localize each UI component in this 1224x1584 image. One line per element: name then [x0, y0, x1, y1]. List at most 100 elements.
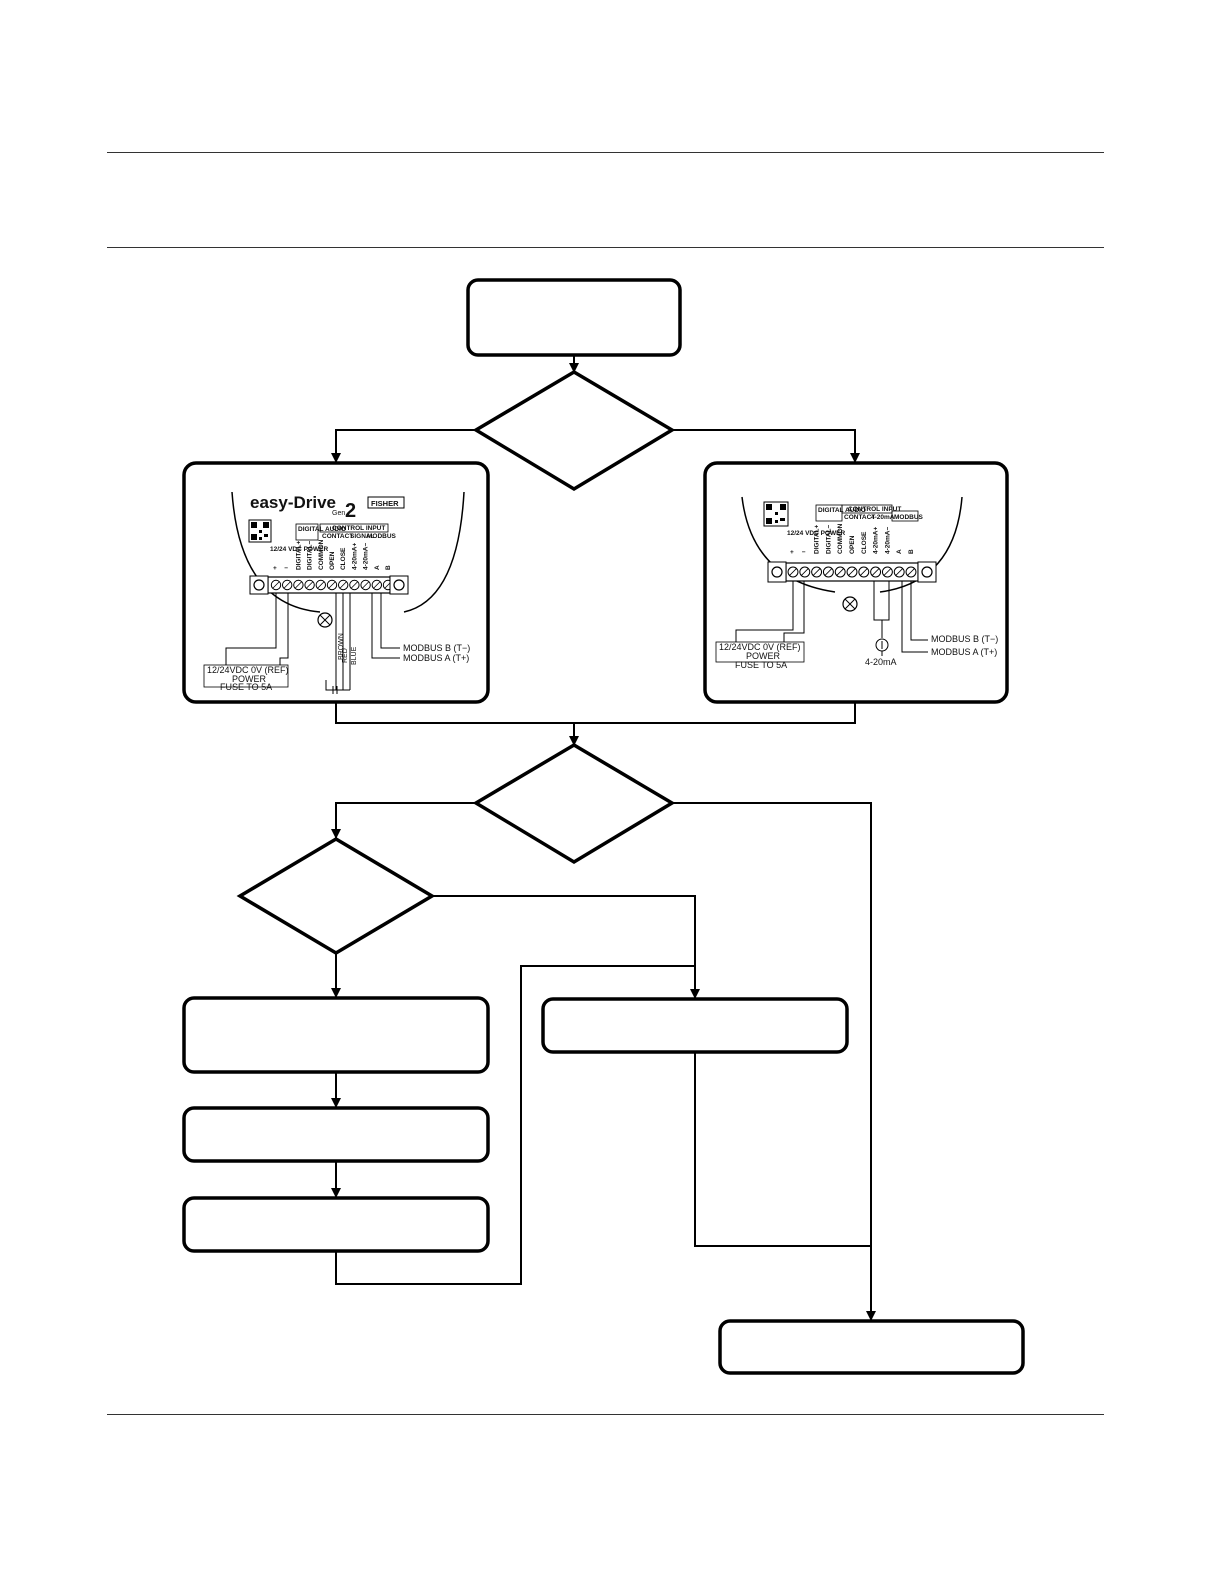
header-control: CONTROL INPUT: [848, 506, 901, 513]
terminal-label: −: [284, 565, 288, 572]
terminal-label: CLOSE: [861, 531, 868, 554]
terminal-screw-slot: [339, 581, 347, 589]
connector-gen2-merge: [335, 702, 856, 724]
terminal-screw-slot: [812, 568, 821, 576]
start-box: [466, 278, 682, 357]
terminal-label: OPEN: [329, 551, 336, 570]
terminal-screw-slot: [305, 581, 314, 589]
qr-code: [248, 519, 272, 543]
callout-modbus-a: MODBUS A (T+): [931, 647, 997, 657]
terminal-screw-slot: [361, 581, 370, 589]
terminal-screw-slot: [836, 568, 845, 576]
terminal-label: A: [896, 549, 903, 554]
header-digital: DIGITAL AUDIO: [298, 526, 346, 533]
terminal-label: +: [273, 565, 277, 572]
process-box-1: [182, 996, 490, 1074]
terminal-labels: + − DIGITAL+ DIGITAL− COMMON OPEN CLOSE 4-20mA+…: [790, 523, 915, 556]
terminal-screw-slot: [328, 581, 336, 589]
process-box-4: [541, 997, 849, 1054]
terminal-label: B: [385, 565, 392, 570]
terminal-label: B: [908, 549, 915, 554]
callout-modbus-a: MODBUS A (T+): [403, 653, 469, 663]
gen-number: 2: [345, 500, 356, 522]
terminal-screw-slot: [848, 568, 856, 576]
contact-label-2: RED: [342, 648, 349, 663]
connector-process-3-loop: [335, 965, 695, 1285]
terminal-screw-slot: [800, 568, 809, 576]
terminal-label: 4-20mA+: [873, 527, 880, 554]
header-rule-bottom: [107, 247, 1104, 248]
callout-power-values: 12/24VDC 0V (REF): [719, 642, 801, 652]
contact-label-3: BLUE: [351, 646, 358, 665]
terminal-screw-slot: [272, 581, 280, 589]
callout-power-label: POWER: [746, 651, 781, 661]
terminal-label: 4-20mA−: [884, 527, 891, 554]
terminal-label: COMMON: [318, 539, 325, 570]
easy-drive-gen1-terminal-diagram: DIGITAL AUDIO CONTROL INPUT CONTACT 4-20…: [715, 496, 998, 670]
header-modbus: MODBUS: [367, 533, 397, 540]
terminal-screw-slot: [859, 568, 868, 576]
terminal-label: DIGITAL−: [307, 540, 314, 570]
terminal-label: 4-20mA−: [363, 543, 370, 570]
easy-drive-gen2-terminal-diagram: easy-Drive Gen 2 FISHER DIGITAL AUDIO CO…: [203, 491, 470, 694]
header-control: CONTROL INPUT: [332, 525, 385, 532]
callout-fuse: FUSE TO 5A: [220, 682, 272, 692]
header-signal: SIGNAL: [350, 533, 375, 540]
gen-label: Gen: [332, 510, 345, 517]
terminal-label: −: [802, 549, 806, 556]
header-contact: CONTACT: [322, 533, 353, 540]
terminal-screw-slot: [283, 581, 291, 589]
end-box: [718, 1319, 1025, 1375]
callout-signal: 4-20mA: [865, 657, 897, 667]
terminal-label: COMMON: [837, 523, 844, 554]
connector-decision-2-right: [672, 802, 876, 1321]
terminal-label: OPEN: [849, 535, 856, 554]
connector-decision-2-left: [331, 802, 476, 839]
terminal-screw-slot: [907, 568, 915, 576]
footer-rule: [107, 1414, 1104, 1415]
brand-logo: easy-Drive: [250, 493, 336, 512]
terminal-screws: [787, 566, 917, 578]
terminal-label: DIGITAL+: [295, 540, 302, 570]
terminal-screw-slot: [789, 568, 797, 576]
terminal-screws: [270, 579, 394, 591]
contact-label-1: BROWN: [338, 633, 345, 660]
terminal-label: +: [790, 549, 794, 556]
housing-arc-right: [403, 491, 465, 613]
decision-1: [472, 369, 676, 492]
fisher-badge: [367, 496, 405, 509]
header-contact: CONTACT: [844, 514, 875, 521]
callout-power-values: 12/24VDC 0V (REF): [207, 665, 289, 675]
callout-power-label: POWER: [232, 674, 267, 684]
terminal-label: CLOSE: [340, 547, 347, 570]
terminal-screw-slot: [883, 568, 892, 576]
terminal-screw-slot: [373, 581, 381, 589]
decision-3: [236, 836, 436, 956]
power-header: 12/24 VDC POWER: [787, 530, 845, 537]
housing-arc-right: [879, 496, 963, 593]
terminal-screw-slot: [895, 568, 904, 576]
terminal-label: A: [374, 565, 381, 570]
fisher-badge-text: FISHER: [371, 499, 399, 508]
callout-modbus-b: MODBUS B (T−): [403, 643, 470, 653]
terminal-screw-slot: [350, 581, 359, 589]
connector-process-4-to-end: [694, 1052, 871, 1247]
process-box-3: [182, 1196, 490, 1253]
callout-modbus-b: MODBUS B (T−): [931, 634, 998, 644]
header-modbus: MODBUS: [894, 514, 924, 521]
terminal-screw-slot: [317, 581, 325, 589]
connector-decision-1-right: [672, 429, 860, 463]
callout-fuse: FUSE TO 5A: [735, 660, 787, 670]
header-rule-top: [107, 152, 1104, 153]
connector-decision-1-left: [331, 429, 476, 463]
power-header: 12/24 VDC POWER: [270, 546, 328, 553]
terminal-label: DIGITAL−: [825, 524, 832, 554]
terminal-label: DIGITAL+: [814, 524, 821, 554]
terminal-screw-slot: [871, 568, 880, 576]
decision-2: [472, 742, 676, 865]
terminal-screw-slot: [824, 568, 833, 576]
process-box-2: [182, 1106, 490, 1163]
qr-code: [763, 501, 789, 527]
